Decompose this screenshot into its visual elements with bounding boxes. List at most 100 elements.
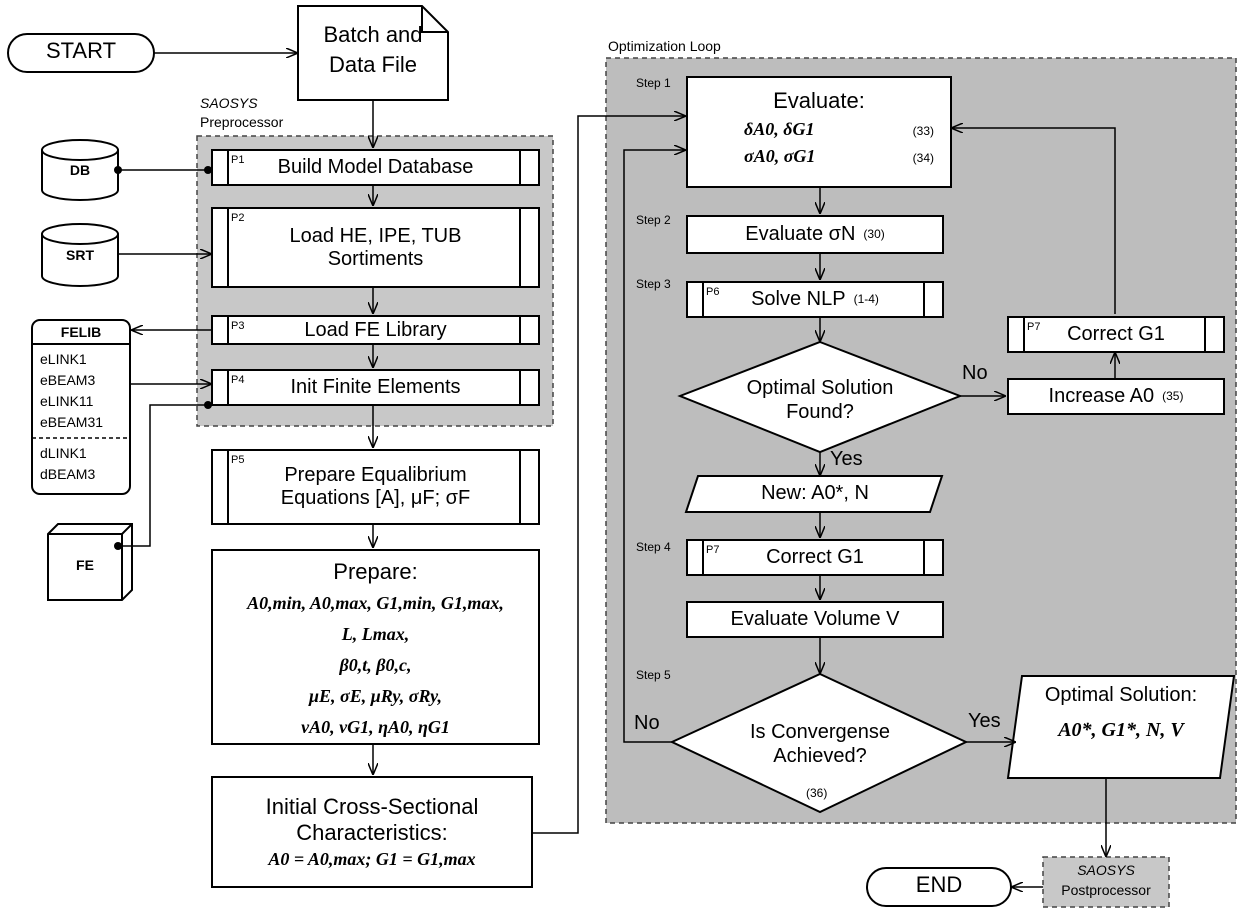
felib-derived-element: dBEAM3 bbox=[40, 466, 96, 482]
decision2-label: Is Convergense Achieved? bbox=[672, 720, 968, 768]
batch-file-line1: Batch and bbox=[323, 22, 423, 47]
decision2-no: No bbox=[634, 712, 660, 734]
process-p1: P1 Build Model Database bbox=[211, 149, 540, 186]
decision-convergence bbox=[669, 672, 969, 814]
evaluate-volume-text: Evaluate Volume V bbox=[730, 608, 900, 630]
initial-line1: Initial Cross-Sectional bbox=[265, 794, 479, 820]
p2-line2: Sortiments bbox=[327, 247, 424, 270]
p3-tag: P3 bbox=[231, 320, 245, 332]
decision1-no: No bbox=[962, 362, 988, 384]
decision2-line2: Achieved? bbox=[773, 745, 867, 767]
decision1-label: Optimal Solution Found? bbox=[680, 376, 960, 424]
process-p2: P2 Load HE, IPE, TUB Sortiments bbox=[211, 207, 540, 288]
p6-tag: P6 bbox=[706, 286, 720, 298]
felib-derived-element: dLINK1 bbox=[40, 445, 87, 461]
increase-text: Increase A0 bbox=[1048, 385, 1155, 407]
optimal-values: A0*, G1*, N, V bbox=[1058, 719, 1184, 741]
p7a-text: Correct G1 bbox=[1067, 323, 1165, 345]
evaluate-sigma-ref: (30) bbox=[863, 226, 885, 241]
felib-element: eBEAM31 bbox=[40, 414, 104, 430]
decision1-line1: Optimal Solution bbox=[746, 377, 894, 399]
prepare-title: Prepare: bbox=[333, 559, 418, 584]
decision1-line2: Found? bbox=[786, 401, 854, 423]
batch-file-label: Batch and Data File bbox=[298, 20, 448, 79]
felib-title: FELIB bbox=[60, 324, 102, 340]
p2-line1: Load HE, IPE, TUB bbox=[289, 224, 462, 247]
process-p5: P5 Prepare Equalibrium Equations [A], μF… bbox=[211, 449, 540, 525]
increase-box: Increase A0 (35) bbox=[1007, 378, 1225, 415]
fe-cube bbox=[47, 523, 133, 601]
felib-element: eLINK11 bbox=[40, 393, 94, 409]
initial-line2: Characteristics: bbox=[296, 819, 448, 845]
process-p3: P3 Load FE Library bbox=[211, 315, 540, 345]
evaluate-ref2: (34) bbox=[912, 150, 934, 165]
step4-label: Step 4 bbox=[636, 540, 671, 554]
evaluate-sigma-text: Evaluate σN bbox=[745, 223, 856, 245]
p7b-text: Correct G1 bbox=[766, 546, 864, 568]
optimization-loop-label: Optimization Loop bbox=[608, 38, 721, 54]
prepare-box: Prepare: A0,min, A0,max, G1,min, G1,max,… bbox=[211, 549, 540, 745]
fe-label: FE bbox=[76, 557, 94, 573]
initial-box: Initial Cross-Sectional Characteristics:… bbox=[211, 776, 533, 888]
process-p7-top: P7 Correct G1 bbox=[1007, 316, 1225, 353]
optimal-label: Optimal Solution: A0*, G1*, N, V bbox=[1010, 684, 1232, 742]
p1-tag: P1 bbox=[231, 154, 245, 166]
p1-text: Build Model Database bbox=[277, 156, 474, 178]
evaluate-row1: δA0, δG1 bbox=[744, 119, 815, 140]
prepare-line: β0,t, β0,c, bbox=[339, 655, 412, 676]
db-cylinder bbox=[41, 139, 119, 201]
postprocessor-region bbox=[1042, 856, 1170, 908]
evaluate-box: Evaluate: δA0, δG1 (33) σA0, σG1 (34) bbox=[686, 76, 952, 188]
p6-ref: (1-4) bbox=[853, 291, 879, 306]
preprocessor-name: SAOSYS bbox=[200, 95, 258, 111]
decision2-line1: Is Convergense bbox=[749, 721, 891, 743]
p6-text: Solve NLP bbox=[751, 288, 846, 310]
p5-tag: P5 bbox=[231, 454, 245, 466]
new-io-shape bbox=[684, 475, 944, 513]
step5-label: Step 5 bbox=[636, 668, 671, 682]
prepare-line: μE, σE, μRy, σRy, bbox=[309, 686, 442, 707]
batch-file-shape bbox=[297, 5, 449, 101]
step2-label: Step 2 bbox=[636, 213, 671, 227]
process-p6: P6 Solve NLP (1-4) bbox=[686, 281, 944, 318]
prepare-line: L, Lmax, bbox=[341, 624, 410, 645]
felib-element: eBEAM3 bbox=[40, 372, 96, 388]
step1-label: Step 1 bbox=[636, 76, 671, 90]
srt-cylinder bbox=[41, 223, 119, 287]
evaluate-sigma-box: Evaluate σN (30) bbox=[686, 215, 944, 254]
batch-file-line2: Data File bbox=[328, 51, 418, 77]
decision1-yes: Yes bbox=[830, 448, 863, 470]
p5-line2: Equations [A], μF; σF bbox=[280, 487, 471, 509]
decision2-yes: Yes bbox=[968, 710, 1001, 732]
evaluate-row2: σA0, σG1 bbox=[744, 145, 816, 166]
felib-derived: dLINK1 dBEAM3 bbox=[40, 443, 95, 485]
new-io-label: New: A0*, N bbox=[761, 482, 869, 504]
p4-tag: P4 bbox=[231, 374, 245, 386]
evaluate-title: Evaluate: bbox=[773, 88, 865, 113]
p4-text: Init Finite Elements bbox=[290, 376, 461, 398]
p5-line1: Prepare Equalibrium bbox=[284, 464, 467, 486]
p3-text: Load FE Library bbox=[304, 318, 447, 341]
p7b-tag: P7 bbox=[706, 544, 720, 556]
step3-label: Step 3 bbox=[636, 277, 671, 291]
prepare-line: νA0, νG1, ηA0, ηG1 bbox=[301, 717, 450, 738]
postprocessor-label: Postprocessor bbox=[1061, 882, 1151, 898]
felib-elements: eLINK1 eBEAM3 eLINK11 eBEAM31 bbox=[40, 349, 103, 433]
postprocessor-name: SAOSYS bbox=[1077, 862, 1135, 878]
srt-label: SRT bbox=[66, 247, 94, 263]
initial-line3: A0 = A0,max; G1 = G1,max bbox=[268, 848, 476, 869]
decision2-ref: (36) bbox=[806, 786, 828, 800]
optimal-title: Optimal Solution: bbox=[1044, 684, 1198, 706]
db-label: DB bbox=[69, 162, 91, 178]
felib-element: eLINK1 bbox=[40, 351, 87, 367]
increase-ref: (35) bbox=[1162, 388, 1184, 403]
evaluate-ref1: (33) bbox=[912, 124, 934, 139]
p7a-tag: P7 bbox=[1027, 321, 1041, 333]
p2-tag: P2 bbox=[231, 212, 245, 224]
prepare-line: A0,min, A0,max, G1,min, G1,max, bbox=[247, 593, 504, 614]
end-label: END bbox=[915, 872, 963, 897]
process-p7-bottom: P7 Correct G1 bbox=[686, 539, 944, 576]
felib-box bbox=[31, 319, 131, 495]
process-p4: P4 Init Finite Elements bbox=[211, 369, 540, 406]
